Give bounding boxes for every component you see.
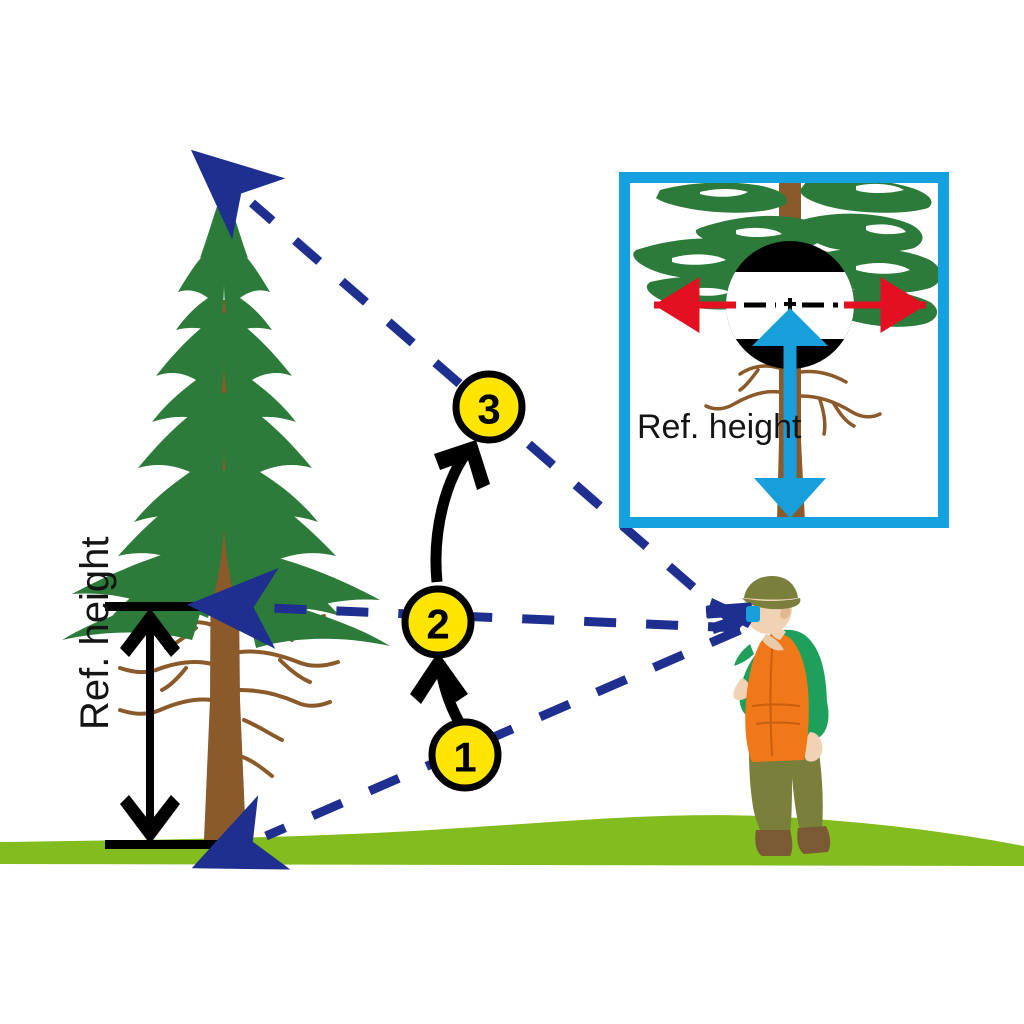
- instrument-eyepiece: [746, 606, 760, 622]
- step-badge-2-number: 2: [426, 601, 449, 648]
- inset-arrow-down: [754, 478, 826, 518]
- flow-arrowhead-2: [410, 652, 468, 704]
- step-badge-3-number: 3: [477, 386, 500, 433]
- dimension-arrow-down: [120, 795, 180, 844]
- hand-right: [803, 732, 823, 762]
- sightline-ref-height: [187, 567, 741, 649]
- sleeve-upper: [734, 644, 754, 666]
- step-badge-2[interactable]: 2: [401, 585, 475, 659]
- inset-frame-border: [619, 172, 949, 528]
- boot-left: [755, 830, 793, 856]
- inset-foliage-gaps: [672, 183, 910, 296]
- vest-seams: [751, 647, 801, 757]
- sightline-base: [191, 625, 742, 870]
- step-badge-1-number: 1: [453, 734, 476, 781]
- step-badges: 1 2 3: [401, 370, 526, 792]
- measuring-instrument: [705, 598, 760, 634]
- flow-arrowhead-3: [434, 440, 490, 490]
- cap-crown: [744, 576, 798, 600]
- dimension-arrow-up: [120, 608, 180, 657]
- scope-view: Ref. height: [619, 172, 949, 528]
- step-badge-1[interactable]: 1: [428, 718, 502, 792]
- hand-left: [733, 678, 751, 701]
- dead-branches: [118, 609, 340, 778]
- sleeve-right: [806, 660, 829, 738]
- forester-observer: [705, 576, 831, 856]
- step-badge-3[interactable]: 3: [452, 370, 526, 444]
- inset-arrow-up: [752, 308, 828, 346]
- boot-right: [797, 826, 831, 854]
- collar: [762, 634, 784, 651]
- inset-ref-height-arrow: [752, 308, 828, 518]
- ref-height-dimension: Ref. height: [73, 537, 233, 849]
- ref-height-label-inset: Ref. height: [637, 408, 802, 446]
- dimension-tick-bottom: [105, 840, 233, 849]
- dimension-tick-top: [105, 602, 233, 611]
- ref-height-label-main: Ref. height: [73, 537, 117, 730]
- vest: [745, 633, 809, 762]
